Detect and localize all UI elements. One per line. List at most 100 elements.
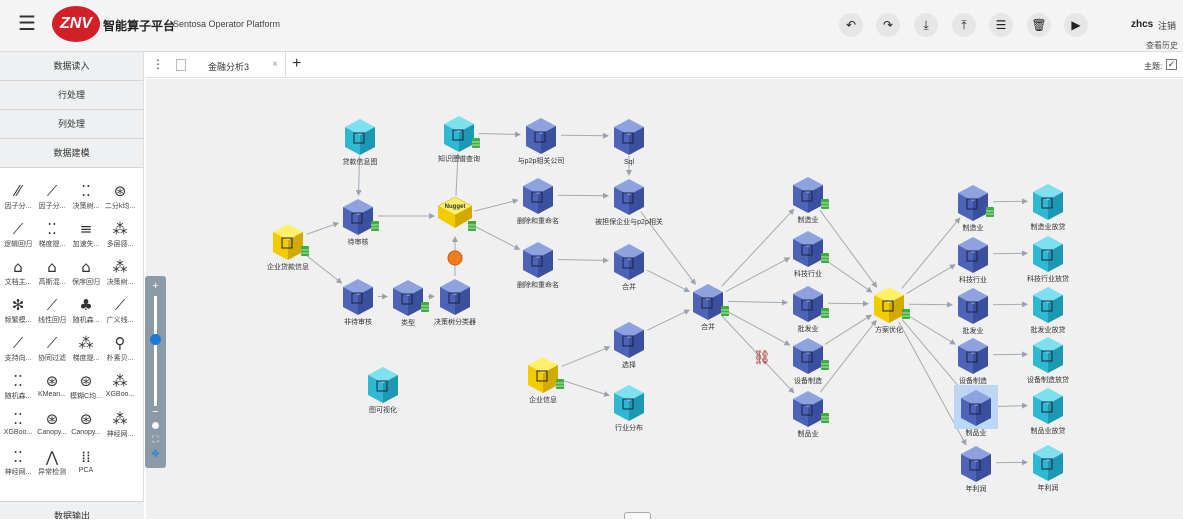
flow-node[interactable]: 年利润 [1033, 445, 1063, 492]
delete-button[interactable]: 🗑 [1027, 13, 1051, 37]
flow-node[interactable]: 与p2p相关公司 [518, 118, 565, 165]
zoom-track[interactable] [154, 296, 157, 406]
flow-node[interactable]: 批发业 [958, 288, 988, 335]
algorithm-item[interactable]: ♣随机森... [70, 295, 102, 325]
flow-node[interactable]: 行业分布 [614, 385, 644, 432]
algorithm-item[interactable]: ⁞⁞PCA [70, 447, 102, 474]
algorithm-item[interactable]: ⁚⁚随机森... [2, 371, 34, 401]
sidebar-section-row-processing[interactable]: 行处理 [0, 81, 143, 110]
flow-edge[interactable] [647, 310, 689, 330]
algorithm-item[interactable]: ⁚⁚XGBoo... [2, 409, 34, 436]
flow-node[interactable]: 设备制造 [958, 338, 988, 385]
tab-finance-analysis[interactable]: 金融分析3 [208, 60, 249, 73]
list-button[interactable]: ☰ [989, 13, 1013, 37]
flow-node[interactable]: 待审核 [343, 199, 379, 246]
algorithm-item[interactable]: ≡加速失... [70, 219, 102, 249]
algorithm-item[interactable]: ⟋协同过滤 [36, 333, 68, 363]
flow-edge[interactable] [558, 195, 608, 196]
logout-link[interactable]: 注销 [1158, 19, 1176, 32]
algorithm-item[interactable]: ⟋线性回归 [36, 295, 68, 325]
flow-edge[interactable] [824, 259, 871, 292]
flow-node[interactable]: 企业信息 [528, 357, 564, 404]
flow-edge[interactable] [909, 304, 952, 305]
flow-edge[interactable] [996, 406, 1027, 407]
flow-edge[interactable] [820, 321, 876, 393]
flow-node[interactable]: 设备制造 [793, 338, 829, 385]
redo-button[interactable]: ↷ [876, 13, 900, 37]
flow-node[interactable]: 科技行业 [793, 231, 829, 278]
zoom-handle[interactable] [150, 334, 161, 345]
upload-button[interactable]: ⤒ [952, 13, 976, 37]
flow-node[interactable]: Nugget [438, 197, 476, 231]
flow-node[interactable]: 合并 [693, 284, 729, 331]
flow-edge[interactable] [562, 380, 609, 395]
algorithm-item[interactable]: ⟋逻辑回归 [2, 219, 34, 249]
flow-edge[interactable] [307, 223, 338, 234]
flow-edge[interactable] [304, 253, 342, 283]
algorithm-item[interactable]: ⟋因子分... [36, 181, 68, 211]
flow-edge[interactable] [474, 200, 517, 211]
flow-node[interactable]: 制造业 [793, 177, 829, 224]
flow-node[interactable]: 知识图谱查询 [438, 116, 480, 163]
flow-node[interactable]: 企业贷款信息 [267, 224, 309, 271]
flow-node[interactable]: 删除和重命名 [517, 178, 559, 225]
algorithm-item[interactable]: ⁂决策树... [104, 257, 136, 287]
zoom-in-icon[interactable]: + [149, 280, 162, 292]
flow-node[interactable]: 决策树分类器 [434, 279, 476, 326]
download-button[interactable]: ⤓ [914, 13, 938, 37]
flow-node[interactable]: 被担保企业与p2p相关 [595, 179, 663, 226]
algorithm-item[interactable]: ⊛Canopy... [36, 409, 68, 436]
flow-node[interactable]: 制造业放贷 [1031, 184, 1066, 231]
algorithm-item[interactable]: ⌂保序回归 [70, 257, 102, 287]
algorithm-item[interactable]: ⁚⁚神经网... [2, 447, 34, 477]
algorithm-item[interactable]: ⊛Canopy... [70, 409, 102, 436]
run-button[interactable]: ▶ [1064, 13, 1088, 37]
flow-edge[interactable] [902, 218, 960, 288]
algorithm-item[interactable]: ⌂文档主... [2, 257, 34, 287]
sidebar-section-data-input[interactable]: 数据读入 [0, 52, 143, 81]
flow-node[interactable]: 选择 [614, 322, 644, 369]
algorithm-item[interactable]: ⁂多层感... [104, 219, 136, 249]
flow-edge[interactable] [906, 314, 955, 344]
zoom-reset-icon[interactable] [152, 422, 159, 429]
flow-node[interactable]: 批发业放贷 [1031, 287, 1066, 334]
fit-screen-icon[interactable]: ⛶ [149, 434, 162, 445]
sidebar-section-modeling[interactable]: 数据建模 [0, 139, 143, 168]
sidebar-section-data-output[interactable]: 数据输出 [0, 501, 144, 519]
undo-button[interactable]: ↶ [839, 13, 863, 37]
algorithm-item[interactable]: ⌂高斯混... [36, 257, 68, 287]
flow-node[interactable]: 删除和重命名 [517, 242, 559, 289]
flow-edge[interactable] [561, 135, 608, 136]
flow-node[interactable]: 制品业 [954, 385, 998, 437]
flow-node[interactable]: 类型 [393, 280, 429, 327]
flow-node[interactable]: 科技行业 [958, 237, 988, 284]
flow-node[interactable]: Sql [614, 119, 644, 166]
flow-edge[interactable] [479, 133, 520, 134]
algorithm-item[interactable]: ⟋广义线... [104, 295, 136, 325]
zoom-out-icon[interactable]: − [149, 406, 162, 418]
algorithm-item[interactable]: ⋀异常检测 [36, 447, 68, 477]
theme-checkbox[interactable]: ✓ [1166, 59, 1177, 70]
flow-node[interactable]: 设备制造放贷 [1027, 337, 1069, 384]
algorithm-item[interactable]: ⁂梯度提... [70, 333, 102, 363]
flow-node[interactable]: 制造业 [958, 185, 994, 232]
algorithm-item[interactable]: ⁂XGBoo... [104, 371, 136, 398]
algorithm-item[interactable]: ⁄⁄因子分... [2, 181, 34, 211]
flow-node[interactable]: 制品业 [793, 391, 829, 438]
flow-edge[interactable] [728, 301, 787, 302]
algorithm-item[interactable]: ⁚⁚梯度提... [36, 219, 68, 249]
add-tab-button[interactable]: + [292, 55, 301, 73]
hamburger-icon[interactable]: ☰ [18, 14, 40, 34]
algorithm-item[interactable]: ⁂神经网... [104, 409, 136, 439]
flow-node[interactable]: 制品业放贷 [1031, 388, 1066, 435]
flow-edge[interactable] [825, 315, 871, 344]
flow-node[interactable]: 方案优化 [874, 287, 910, 334]
flow-node[interactable]: 科技行业放贷 [1027, 236, 1069, 283]
algorithm-item[interactable]: ⟋支持向... [2, 333, 34, 363]
flow-edge[interactable] [647, 270, 689, 291]
tab-menu-icon[interactable]: ⋮ [152, 58, 164, 70]
flow-edge[interactable] [558, 259, 608, 260]
flow-node[interactable]: 合并 [614, 244, 644, 291]
algorithm-item[interactable]: ⊛二分k均... [104, 181, 136, 211]
